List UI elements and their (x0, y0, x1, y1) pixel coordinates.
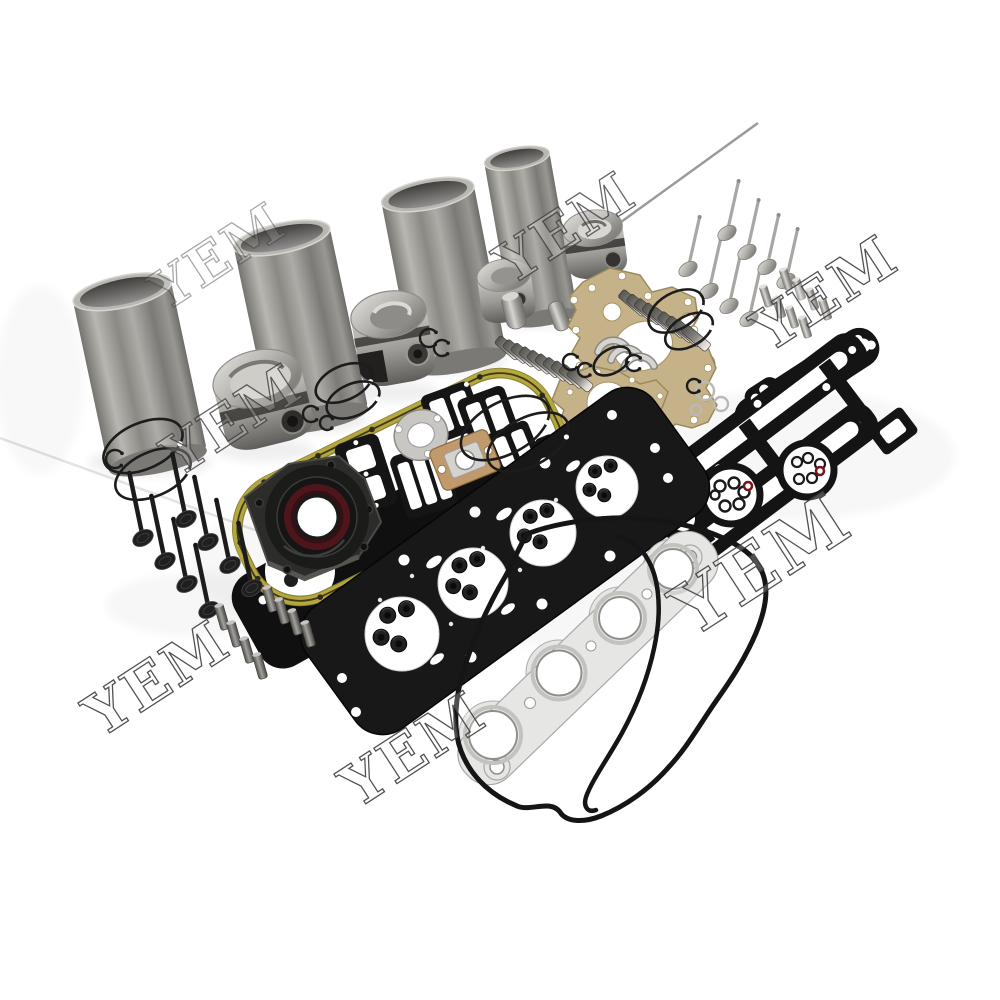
piston-ring (114, 446, 192, 502)
engine-valve-steel (699, 237, 723, 300)
valve-stem-seal (397, 600, 415, 618)
steel-valve-guides (759, 267, 832, 339)
black-valve-guides (214, 585, 316, 680)
black-valves (127, 451, 263, 619)
round-turbo-gasket (393, 409, 449, 461)
valve-guide-steel (798, 315, 812, 339)
piston-pin-2 (547, 300, 571, 332)
valve-stem-seal (539, 502, 555, 518)
valve-stem-seal (445, 578, 462, 595)
valve-guide-black (226, 620, 242, 648)
valve-stem-seal (469, 551, 486, 568)
valve-stem-seal (390, 635, 408, 653)
engine-valve-steel (717, 179, 741, 242)
exhaust-ports (463, 543, 699, 765)
valve-guide-black (252, 652, 268, 680)
valve-guide-steel (785, 305, 799, 329)
piston-ring (486, 411, 570, 473)
valve-guide-black (287, 608, 303, 636)
engine-valve-black (170, 451, 197, 528)
engine-valve-black (171, 516, 198, 593)
valve-guide-steel (779, 267, 793, 291)
valve-stem-seal (582, 482, 597, 497)
gasket-port-window (868, 407, 918, 455)
front-cover-gasket (648, 333, 918, 567)
piston-1 (212, 348, 314, 450)
valve-stem-seal (522, 508, 538, 524)
snap-ring (104, 448, 124, 470)
piston-2 (350, 290, 436, 387)
o-ring (694, 380, 716, 402)
valve-stem-seal (588, 464, 603, 479)
piston-ring (102, 417, 184, 475)
piston-ring (459, 394, 551, 462)
valve-guide-steel (818, 297, 832, 321)
snap-ring-circlips (104, 327, 702, 470)
engine-valve-black (193, 542, 220, 619)
valve-guide-black (262, 585, 278, 613)
valve-cover-gasket (453, 515, 769, 823)
oil-pump-port-cluster-1 (698, 462, 764, 528)
valve-guide-black (214, 603, 230, 631)
valve-stem-seal (372, 628, 390, 646)
valve-guide-black (300, 620, 316, 648)
o-ring (689, 403, 703, 417)
valve-guide-black (239, 636, 255, 664)
engine-valve-steel (719, 252, 743, 315)
rear-main-seal (243, 455, 383, 582)
red-paint-mark (742, 480, 754, 492)
snap-ring (301, 404, 320, 424)
valve-stem-seal (597, 488, 612, 503)
valve-guide-steel (772, 295, 786, 319)
snap-ring (318, 414, 335, 432)
engine-valve-steel (737, 198, 761, 261)
snap-ring (685, 377, 702, 395)
o-ring (712, 395, 730, 413)
piston-ring (663, 311, 715, 351)
valve-stem-seals (372, 458, 618, 653)
valve-stem-seal (379, 606, 397, 624)
engine-valve-steel (678, 215, 702, 278)
engine-valve-steel (757, 213, 781, 276)
steel-valves (678, 179, 800, 328)
engine-valve-black (214, 497, 241, 574)
valve-stem-seal (603, 458, 618, 473)
cylinder-liner-1 (72, 272, 207, 477)
piston-ring-sets (102, 288, 715, 502)
engine-valve-black (192, 474, 219, 551)
valve-guide-steel (792, 277, 806, 301)
piston-4 (562, 209, 628, 279)
pistons (212, 209, 716, 450)
square-egr-gasket (429, 429, 501, 491)
head-gasket-slots (426, 460, 580, 665)
valve-stem-seal (532, 534, 548, 550)
engine-valve-black (236, 520, 263, 597)
red-paint-mark (814, 465, 826, 477)
oil-pump-port-cluster-2 (776, 439, 838, 501)
valve-guide-steel (805, 287, 819, 311)
snap-ring (624, 353, 643, 373)
valve-stem-seal (451, 557, 468, 574)
head-gasket-bolt-holes (337, 410, 673, 717)
exhaust-manifold-gasket (457, 530, 719, 786)
bearing-shell-stacks (494, 289, 711, 393)
piston-ring (647, 288, 706, 334)
valve-guide-steel (759, 284, 773, 308)
cylinder-head-gasket-main (299, 386, 711, 736)
piston-ring (325, 380, 381, 420)
valve-stem-seal (461, 584, 478, 601)
valve-guide-black (274, 597, 290, 625)
snap-ring (432, 338, 451, 358)
piston-pin-1 (501, 292, 527, 330)
snap-ring (576, 361, 593, 379)
